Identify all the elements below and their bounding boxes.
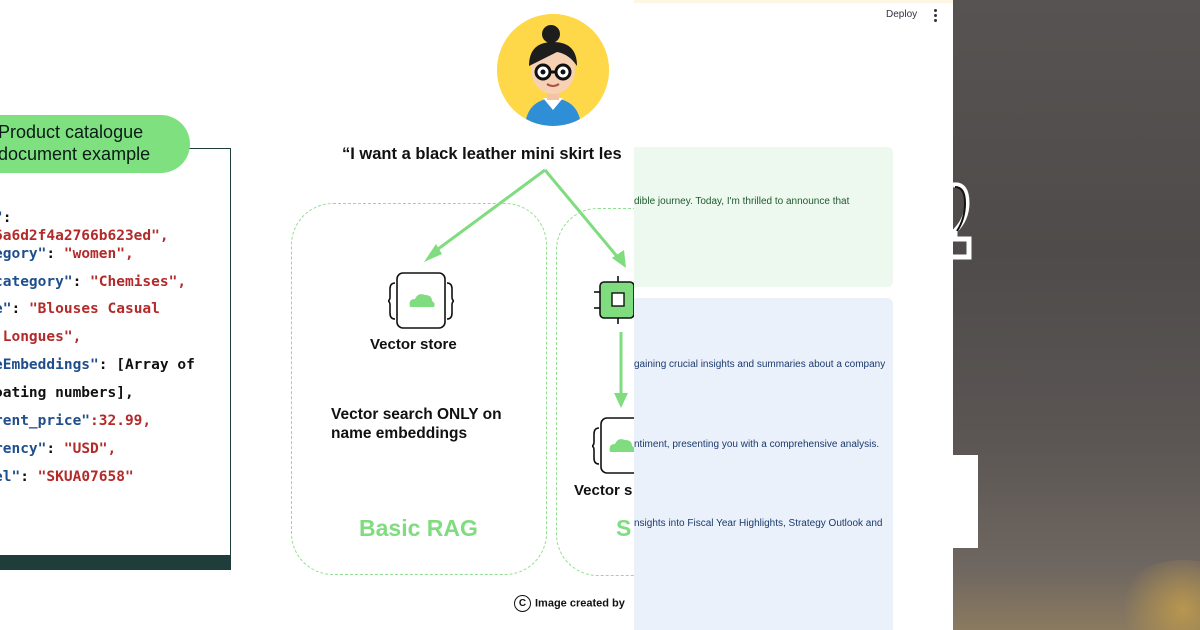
code-token: : (2, 210, 12, 226)
code-token: 6a6d2f4a2766b623ed", (0, 228, 169, 244)
code-line: eEmbeddings": [Array of (0, 357, 195, 373)
search-line-1: Vector search ONLY on (331, 406, 502, 423)
features-card (634, 298, 893, 630)
vector-store-icon (388, 272, 454, 329)
chip-icon (594, 276, 634, 324)
announcement-card (634, 147, 893, 287)
code-token: "women", (63, 246, 134, 262)
basic-rag-title: Basic RAG (359, 515, 478, 541)
code-token: "SKUA07658" (37, 469, 134, 485)
code-line: el": "SKUA07658" (0, 469, 134, 485)
code-token: : (11, 301, 29, 317)
user-query-quote: “I want a black leather mini skirt les (342, 145, 622, 163)
code-token: : (20, 469, 38, 485)
image-credit: C Image created by (514, 595, 625, 612)
document-card (0, 148, 231, 570)
feature-text-2: ntiment, presenting you with a comprehen… (634, 439, 880, 450)
deploy-button[interactable]: Deploy (886, 9, 918, 20)
avatar (497, 14, 609, 126)
feature-text-1: gaining crucial insights and summaries a… (634, 359, 886, 370)
code-line: 6a6d2f4a2766b623ed", (0, 228, 169, 244)
second-rag-title: S (616, 515, 632, 541)
code-token: rency" (0, 441, 47, 457)
badge-line-1: Product catalogue (0, 122, 144, 142)
code-line: e": "Blouses Casual (0, 301, 160, 317)
background-photo (953, 0, 1200, 630)
code-line: egory": "women", (0, 246, 134, 262)
basic-rag-box (291, 203, 547, 575)
code-token: " (0, 210, 3, 226)
code-token: Longues", (0, 329, 82, 345)
document-card-footer (0, 555, 230, 569)
search-line-2: name embeddings (331, 425, 468, 442)
arrow-head-right (612, 250, 626, 268)
partial-symbol-icon (953, 182, 972, 260)
code-token: :32.99, (90, 413, 152, 429)
code-token: : [Array of (98, 357, 195, 373)
girl-with-glasses-icon (497, 14, 609, 126)
flow-arrows (424, 168, 628, 408)
code-token: : (46, 246, 64, 262)
code-line: ": (0, 210, 11, 226)
vector-store-label-2: Vector s (574, 482, 633, 499)
code-token: e" (0, 301, 12, 317)
feature-text-3: nsights into Fiscal Year Highlights, Str… (634, 518, 883, 529)
badge-line-2: document example (0, 144, 151, 164)
arrow-head-down (614, 393, 628, 408)
vector-store-label: Vector store (370, 336, 457, 353)
app-window: Deploy dible journey. Today, I'm thrille… (634, 0, 953, 630)
arrow-head-left (424, 244, 442, 262)
code-line: rency": "USD", (0, 441, 116, 457)
vector-store-icon-2 (592, 417, 634, 474)
second-rag-box (556, 208, 634, 576)
header-decoration (634, 0, 953, 3)
overlay-panel (953, 455, 978, 548)
code-line: category": "Chemises", (0, 274, 186, 290)
code-token: oating numbers], (0, 385, 134, 401)
credit-text: Image created by (535, 597, 625, 610)
code-token: : (72, 274, 91, 290)
code-line: rent_price":32.99, (0, 413, 151, 429)
copyright-icon: C (514, 595, 531, 612)
code-token: category" (0, 274, 73, 290)
code-token: rent_price" (0, 413, 91, 429)
code-token: "Blouses Casual (28, 301, 160, 317)
photo-light-spot (1113, 560, 1200, 630)
code-token: el" (0, 469, 21, 485)
diagram-image: Product catalogue document example “I wa… (0, 14, 634, 612)
code-token: "USD", (63, 441, 117, 457)
code-token: egory" (0, 246, 47, 262)
vector-search-description: Vector search ONLY on name embeddings (331, 405, 502, 443)
code-line: Longues", (0, 329, 82, 345)
more-options-icon[interactable] (931, 8, 939, 22)
code-token: eEmbeddings" (0, 357, 99, 373)
arrow-to-vector-store (429, 168, 546, 257)
code-token: : (46, 441, 64, 457)
announcement-text: dible journey. Today, I'm thrilled to an… (634, 196, 850, 207)
code-line: oating numbers], (0, 385, 134, 401)
document-badge: Product catalogue document example (0, 115, 190, 173)
code-token: "Chemises", (90, 274, 187, 290)
